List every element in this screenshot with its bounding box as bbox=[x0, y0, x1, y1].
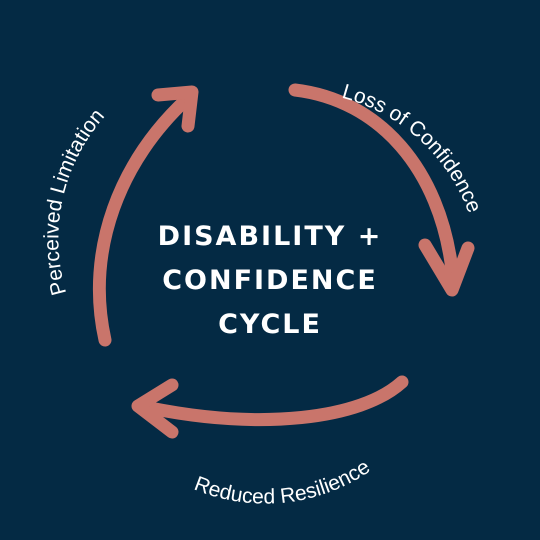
arrow-reduced-resilience bbox=[131, 375, 409, 439]
stage-label-loss-of-confidence: Loss of Confidence bbox=[340, 80, 486, 216]
title-line-2: CONFIDENCE bbox=[162, 265, 378, 296]
title-line-1: DISABILITY + bbox=[157, 221, 383, 252]
diagram-title: DISABILITY + CONFIDENCE CYCLE bbox=[110, 215, 430, 347]
title-line-3: CYCLE bbox=[218, 309, 322, 340]
arrow-loss-of-confidence bbox=[288, 83, 475, 297]
stage-label-reduced-resilience: Reduced Resilience bbox=[191, 455, 374, 508]
arrow-perceived-limitation bbox=[92, 85, 199, 347]
